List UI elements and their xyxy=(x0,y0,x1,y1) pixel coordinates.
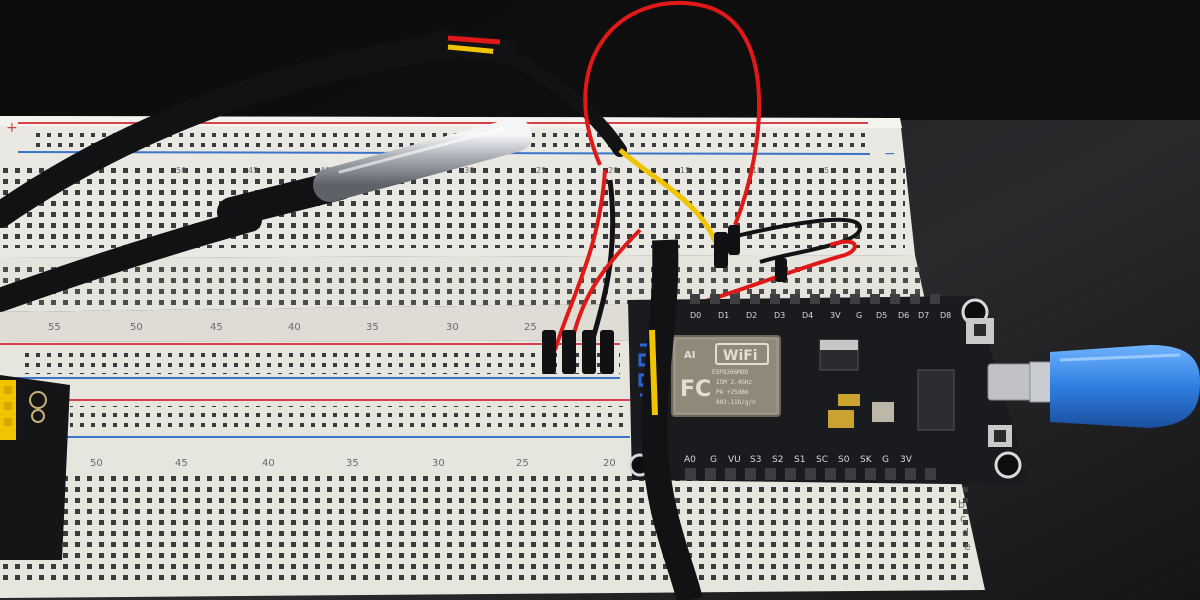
steel-probe-tip xyxy=(313,118,532,202)
column-number: 35 xyxy=(366,322,379,333)
dark-background xyxy=(0,0,1200,120)
wifi-logo: WiFi xyxy=(723,348,758,364)
fc-mark: FC xyxy=(680,377,711,402)
pin-label: S3 xyxy=(750,455,761,465)
red-jumper-loop xyxy=(583,1,762,226)
column-number: 40 xyxy=(288,322,301,333)
pin-label: SC xyxy=(816,455,828,465)
column-number: 15 xyxy=(680,166,690,175)
nodemcu-board: WiFi FC AI ESP8266MOD ISM 2.4GHz PA +25d… xyxy=(628,294,1033,485)
pin-label: 3V xyxy=(830,311,841,320)
yellow-wire-segment xyxy=(649,329,658,416)
red-jumper xyxy=(553,169,607,351)
column-number: 30 xyxy=(464,166,474,175)
pin-label: VU xyxy=(728,455,741,465)
column-number: 30 xyxy=(432,458,445,469)
column-number: 5 xyxy=(824,166,829,175)
pin-label: D4 xyxy=(802,311,813,320)
usb-uart-chip xyxy=(917,369,955,431)
pin-label: G xyxy=(882,455,889,465)
mounting-hole xyxy=(994,451,1022,479)
pin-label: D7 xyxy=(918,311,929,320)
column-number: 45 xyxy=(210,322,223,333)
column-number: 50 xyxy=(176,166,186,175)
column-number: 10 xyxy=(752,166,762,175)
crystal xyxy=(872,402,894,422)
ai-mark: AI xyxy=(684,350,695,361)
black-jumper-loop xyxy=(719,217,863,264)
pin-label: D6 xyxy=(898,311,909,320)
heatshrink-wire xyxy=(493,45,627,157)
pin-label: D0 xyxy=(690,311,701,320)
pin-label: S2 xyxy=(772,455,783,465)
tantalum-capacitor xyxy=(828,410,854,428)
column-number: 45 xyxy=(248,166,258,175)
row-letter: d xyxy=(962,526,969,539)
pin-label: 3V xyxy=(900,455,913,465)
rail-minus-label: − xyxy=(884,146,896,162)
temperature-probe xyxy=(0,32,532,312)
chip-line: ISM 2.4GHz xyxy=(716,379,753,386)
chip-line: 802.11b/g/n xyxy=(716,399,756,406)
column-number: 25 xyxy=(536,166,546,175)
usb-plug-housing xyxy=(1050,345,1200,428)
terminal-holes xyxy=(0,168,905,248)
pin-label: S1 xyxy=(794,455,805,465)
left-sensor-module xyxy=(0,375,70,560)
pin-label: D2 xyxy=(746,311,757,320)
pin-label: D3 xyxy=(774,311,785,320)
tantalum-capacitor xyxy=(838,394,860,406)
row-letter: e xyxy=(964,540,971,553)
column-number: 50 xyxy=(90,458,103,469)
column-number: 40 xyxy=(262,458,275,469)
chip-line: ESP8266MOD xyxy=(712,369,749,376)
rail-plus-label: + xyxy=(6,120,18,136)
row-letter: b xyxy=(958,498,965,511)
column-number: 20 xyxy=(608,166,618,175)
column-number: 55 xyxy=(48,322,61,333)
front-probe-wire xyxy=(641,239,703,600)
pin-label: S0 xyxy=(838,455,850,465)
column-number: 45 xyxy=(175,458,188,469)
row-letter: c xyxy=(960,512,966,525)
column-number: 20 xyxy=(603,458,616,469)
jumper-plugs xyxy=(542,225,787,374)
pin-label: D5 xyxy=(876,311,887,320)
column-number: 50 xyxy=(130,322,143,333)
pin-label: A0 xyxy=(684,455,696,465)
pin-label: D1 xyxy=(718,311,729,320)
chip-line: PA +25dBm xyxy=(716,389,749,396)
pin-label: D8 xyxy=(940,311,951,320)
column-number: 25 xyxy=(516,458,529,469)
usb-cable xyxy=(1029,345,1200,428)
column-number: 25 xyxy=(524,322,537,333)
pin-label: G xyxy=(856,311,862,320)
column-number: 35 xyxy=(346,458,359,469)
esp8266-module: WiFi FC AI ESP8266MOD ISM 2.4GHz PA +25d… xyxy=(671,335,781,417)
column-number: 30 xyxy=(446,322,459,333)
pin-label: SK xyxy=(860,455,873,465)
micro-usb-port xyxy=(987,363,1033,401)
pin-label: G xyxy=(710,455,717,465)
